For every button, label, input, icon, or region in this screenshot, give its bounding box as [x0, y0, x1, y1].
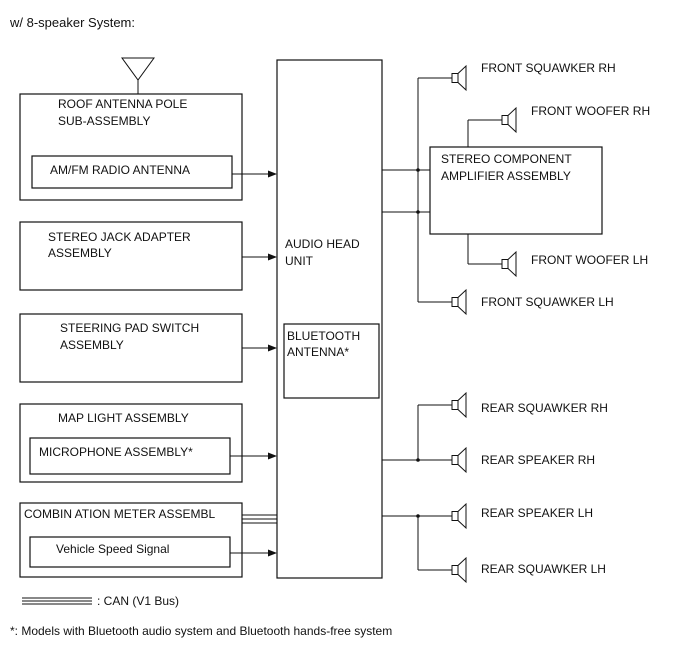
can-legend: : CAN (V1 Bus): [22, 594, 179, 608]
audio-head-label-2: UNIT: [285, 254, 314, 268]
combination-meter-label: COMBIN ATION METER ASSEMBL: [24, 507, 215, 521]
front-squawker-lh-label: FRONT SQUAWKER LH: [481, 295, 614, 309]
front-squawker-rh-label: FRONT SQUAWKER RH: [481, 61, 616, 75]
microphone-label: MICROPHONE ASSEMBLY*: [39, 445, 193, 459]
speaker-icon: [451, 556, 467, 584]
stereo-jack-label-1: STEREO JACK ADAPTER: [48, 230, 191, 244]
front-woofer-rh-label: FRONT WOOFER RH: [531, 104, 650, 118]
map-light-block: MAP LIGHT ASSEMBLY MICROPHONE ASSEMBLY*: [19, 403, 243, 483]
roof-antenna-label-1: ROOF ANTENNA POLE: [58, 97, 187, 111]
rear-speaker-wiring: [382, 404, 452, 571]
audio-head-unit-block: AUDIO HEAD UNIT BLUETOOTH ANTENNA*: [276, 59, 383, 579]
can-bus-line: [242, 514, 277, 524]
can-legend-label: : CAN (V1 Bus): [97, 594, 179, 608]
rear-speaker-lh-label: REAR SPEAKER LH: [481, 506, 593, 520]
speaker-icon: [501, 250, 517, 278]
front-speaker-wiring: [382, 77, 502, 303]
stereo-jack-label-2: ASSEMBLY: [48, 246, 112, 260]
bluetooth-antenna-label-1: BLUETOOTH: [287, 329, 360, 343]
footnote: *: Models with Bluetooth audio system an…: [10, 624, 392, 638]
diagram-title: w/ 8-speaker System:: [9, 15, 135, 30]
roof-antenna-label-2: SUB-ASSEMBLY: [58, 114, 150, 128]
roof-antenna-block: ROOF ANTENNA POLE SUB-ASSEMBLY AM/FM RAD…: [19, 93, 243, 201]
stereo-amp-label-1: STEREO COMPONENT: [441, 152, 572, 166]
steering-pad-label-2: ASSEMBLY: [60, 338, 124, 352]
map-light-label: MAP LIGHT ASSEMBLY: [58, 411, 189, 425]
vehicle-speed-label: Vehicle Speed Signal: [56, 542, 169, 556]
stereo-amplifier-block: STEREO COMPONENT AMPLIFIER ASSEMBLY: [429, 146, 603, 235]
bluetooth-antenna-label-2: ANTENNA*: [287, 345, 349, 359]
rear-squawker-rh-label: REAR SQUAWKER RH: [481, 401, 608, 415]
steering-pad-label-1: STEERING PAD SWITCH: [60, 321, 199, 335]
combination-meter-block: COMBIN ATION METER ASSEMBL Vehicle Speed…: [19, 502, 243, 578]
speaker-icon: [451, 288, 467, 316]
am-fm-antenna-label: AM/FM RADIO ANTENNA: [50, 163, 190, 177]
stereo-amp-label-2: AMPLIFIER ASSEMBLY: [441, 169, 571, 183]
speaker-icon: [451, 64, 467, 92]
speaker-icon: [451, 502, 467, 530]
input-connections: [230, 170, 277, 557]
rear-speaker-rh-label: REAR SPEAKER RH: [481, 453, 595, 467]
speaker-icon: [451, 446, 467, 474]
audio-head-label-1: AUDIO HEAD: [285, 237, 360, 251]
antenna-icon: [121, 57, 155, 94]
speaker-icon: [501, 106, 517, 134]
rear-squawker-lh-label: REAR SQUAWKER LH: [481, 562, 606, 576]
front-woofer-lh-label: FRONT WOOFER LH: [531, 253, 648, 267]
steering-pad-block: STEERING PAD SWITCH ASSEMBLY: [19, 313, 243, 383]
speaker-icon: [451, 391, 467, 419]
stereo-jack-block: STEREO JACK ADAPTER ASSEMBLY: [19, 221, 243, 291]
